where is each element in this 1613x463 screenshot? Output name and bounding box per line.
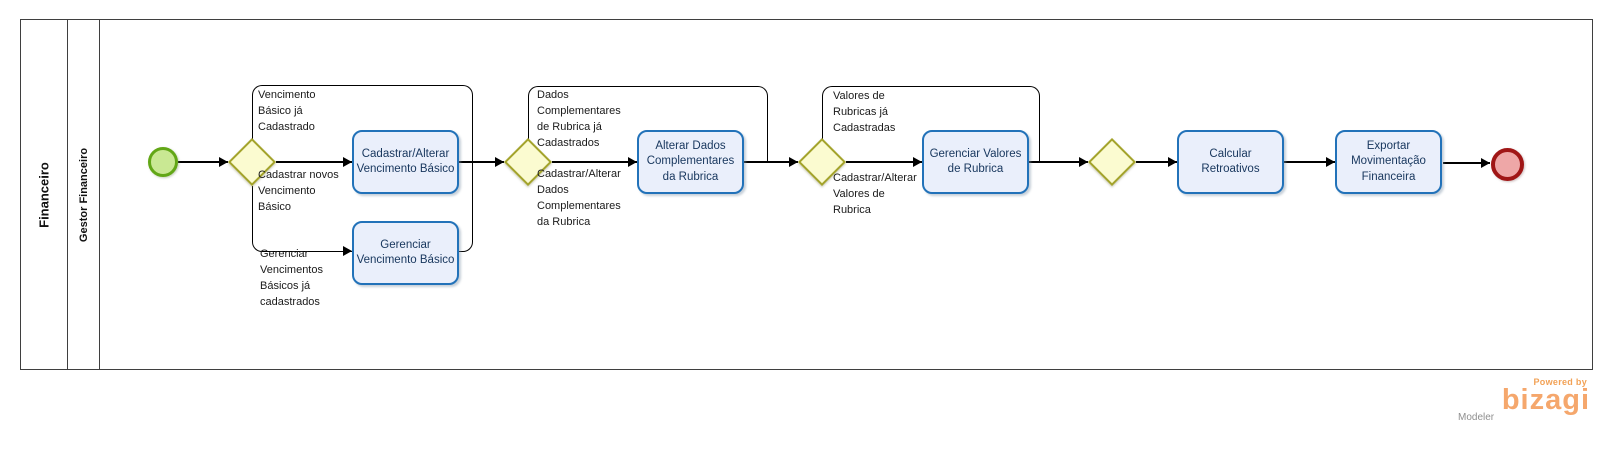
flow-start-to-gateway1[interactable] xyxy=(178,161,228,163)
flow-merge-to-gateway4[interactable] xyxy=(1029,161,1088,163)
arrowhead xyxy=(1079,157,1088,167)
flow-label-dados-complementares-ja-cadastrados: Dados Complementares de Rubrica já Cadas… xyxy=(537,89,621,149)
arrowhead xyxy=(913,157,922,167)
flow-gateway1-bypass[interactable] xyxy=(252,85,473,162)
start-event[interactable] xyxy=(148,147,178,177)
flow-task2-to-merge[interactable] xyxy=(459,162,473,252)
flow-gateway3-bypass[interactable] xyxy=(822,86,1040,162)
flow-label-gerenciar-vencimentos-basicos: Gerenciar Vencimentos Básicos já cadastr… xyxy=(260,248,323,308)
flow-label-cadastrar-novos-vencimento-basico: Cadastrar novos Vencimento Básico xyxy=(258,169,339,213)
arrowhead xyxy=(495,157,504,167)
modeler-text: Modeler xyxy=(1458,412,1495,423)
lane-label: Gestor Financeiro xyxy=(77,147,90,242)
flow-label-valores-de-rubricas-ja-cadastradas: Valores de Rubricas já Cadastradas xyxy=(833,90,896,134)
task-calcular-retroativos[interactable]: Calcular Retroativos xyxy=(1177,130,1284,194)
flow-gateway1-to-task2[interactable] xyxy=(252,186,352,252)
task-cadastrar-alterar-vencimento-basico[interactable]: Cadastrar/Alterar Vencimento Básico xyxy=(352,130,459,194)
arrowhead xyxy=(789,157,798,167)
arrowhead xyxy=(1481,158,1490,168)
arrowhead xyxy=(343,157,352,167)
bizagi-watermark: Powered by bizagi Modeler xyxy=(1455,377,1590,423)
flow-gateway4-to-task5[interactable] xyxy=(1136,161,1177,163)
pool-header[interactable]: Financeiro xyxy=(21,20,68,369)
flow-label-cadastrar-alterar-valores-de-rubrica: Cadastrar/Alterar Valores de Rubrica xyxy=(833,172,917,216)
flow-label-vencimento-basico-ja-cadastrado: Vencimento Básico já Cadastrado xyxy=(258,89,316,133)
task-alterar-dados-complementares-da-rubrica[interactable]: Alterar Dados Complementares da Rubrica xyxy=(637,130,744,194)
flow-gateway2-bypass[interactable] xyxy=(528,86,768,162)
flow-gateway1-to-task1[interactable] xyxy=(276,161,352,163)
task-exportar-movimentacao-financeira[interactable]: Exportar Movimentação Financeira xyxy=(1335,130,1442,194)
arrowhead xyxy=(1326,157,1335,167)
task-gerenciar-valores-de-rubrica[interactable]: Gerenciar Valores de Rubrica xyxy=(922,130,1029,194)
arrowhead xyxy=(1168,157,1177,167)
bizagi-logo: bizagi xyxy=(1501,384,1590,416)
flow-label-cadastrar-alterar-dados-complementares: Cadastrar/Alterar Dados Complementares d… xyxy=(537,168,621,228)
pool-financeiro[interactable]: Financeiro Gestor Financeiro xyxy=(20,19,1593,370)
flow-task6-to-end[interactable] xyxy=(1443,162,1490,164)
flow-merge-to-gateway3[interactable] xyxy=(744,161,798,163)
flow-merge-to-gateway2[interactable] xyxy=(459,161,504,163)
arrowhead xyxy=(343,246,352,256)
flow-gateway3-to-task4[interactable] xyxy=(846,161,922,163)
flow-task5-to-task6[interactable] xyxy=(1283,161,1335,163)
task-gerenciar-vencimento-basico[interactable]: Gerenciar Vencimento Básico xyxy=(352,221,459,285)
pool-label: Financeiro xyxy=(36,161,52,228)
end-event[interactable] xyxy=(1491,148,1524,181)
lane-header[interactable]: Gestor Financeiro xyxy=(68,20,100,369)
powered-by-text: Powered by xyxy=(1533,377,1587,387)
arrowhead xyxy=(628,157,637,167)
flow-gateway2-to-task3[interactable] xyxy=(552,161,637,163)
arrowhead xyxy=(219,157,228,167)
